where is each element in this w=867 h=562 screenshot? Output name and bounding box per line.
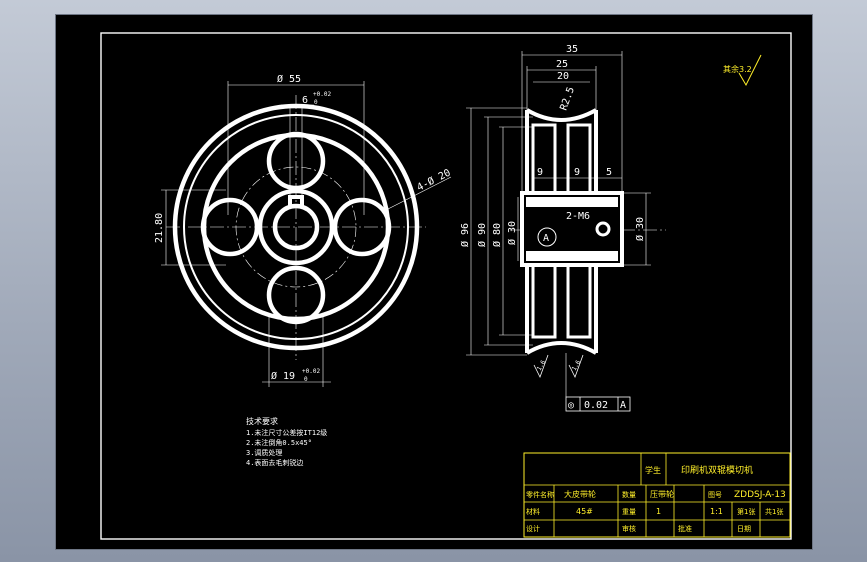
side-view: A 2-M6 35 25 20 R2.5 9 9 5 Ø 96 Ø 90 Ø 8… xyxy=(459,44,666,379)
svg-text:技术要求: 技术要求 xyxy=(246,416,278,426)
dim-width-25: 25 xyxy=(556,59,568,70)
thread-note: 2-M6 xyxy=(566,211,590,222)
hub xyxy=(257,188,335,266)
cad-viewport[interactable]: Ø 55 6 +0.02 0 4-Ø 20 21.80 Ø 19 +0.02 0 xyxy=(55,14,813,550)
dim-d30-right: Ø 30 xyxy=(634,217,646,241)
dim-width-20: 20 xyxy=(557,71,569,82)
datum-circle xyxy=(537,227,557,247)
lightening-hole-right xyxy=(332,197,392,257)
drawing-canvas: Ø 55 6 +0.02 0 4-Ø 20 21.80 Ø 19 +0.02 0 xyxy=(100,32,792,540)
tb-approve-label: 批准 xyxy=(678,524,692,533)
svg-text:3.调质处理: 3.调质处理 xyxy=(246,448,282,457)
dim-keyway-tol-upper: +0.02 xyxy=(313,91,331,98)
lightening-hole-bottom xyxy=(266,265,326,325)
drawing-border xyxy=(100,32,792,540)
dim-hole-spacing: 21.80 xyxy=(154,213,165,243)
keyway xyxy=(288,195,304,206)
tb-drawing-no: ZDDSJ-A-13 xyxy=(734,490,786,500)
dim-hole-dia: Ø 19 xyxy=(271,370,295,382)
tb-part-name: 大皮带轮 xyxy=(564,489,596,499)
hub-hatch-bottom xyxy=(526,251,618,261)
lightening-hole-top xyxy=(266,131,326,191)
tb-weight-label: 重量 xyxy=(622,508,636,516)
dim-keyway-tol-lower: 0 xyxy=(314,99,318,106)
tb-material: 45# xyxy=(576,507,593,516)
dim-radius: R2.5 xyxy=(558,86,577,112)
outer-rim xyxy=(172,103,420,351)
datum-label: A xyxy=(543,233,549,244)
dim-pcd: 4-Ø 20 xyxy=(415,167,453,194)
bore xyxy=(272,203,320,251)
dim-groove-right: 9 xyxy=(574,167,580,178)
lightening-hole-left xyxy=(200,197,260,257)
title-block: 学生 印刷机双辊模切机 零件名称 大皮带轮 数量 压带轮 图号 ZDDSJ-A-… xyxy=(523,452,791,538)
front-view: Ø 55 6 +0.02 0 4-Ø 20 21.80 Ø 19 +0.02 0 xyxy=(154,73,453,387)
tb-school: 学生 xyxy=(645,465,661,475)
tb-drawing-no-label: 图号 xyxy=(708,491,722,499)
technical-requirements: 技术要求 1.未注尺寸公差按IT12级 2.未注倒角0.5x45° 3.调质处理… xyxy=(246,416,327,467)
tb-weight-value: 1 xyxy=(656,507,661,516)
svg-text:4.表面去毛刺锐边: 4.表面去毛刺锐边 xyxy=(246,458,303,467)
tolerance-datum: A xyxy=(620,400,626,411)
tb-part-label: 零件名称 xyxy=(526,490,554,499)
set-screw-hole xyxy=(595,221,611,237)
dim-hole-tol-upper: +0.02 xyxy=(302,368,320,375)
tb-total-label: 共1张 xyxy=(765,507,783,516)
svg-text:其余3.2: 其余3.2 xyxy=(723,64,752,74)
dim-groove-left: 9 xyxy=(537,167,543,178)
tb-sheet-label: 第1张 xyxy=(737,507,755,516)
tb-qty-value: 压带轮 xyxy=(650,489,674,499)
tb-drawing-name: 印刷机双辊模切机 xyxy=(681,464,753,476)
hub-hatch-top xyxy=(526,197,618,207)
tb-scale-value: 1:1 xyxy=(710,507,723,516)
tb-material-label: 材料 xyxy=(526,507,540,516)
dim-keyway: 6 xyxy=(302,95,308,106)
dim-d96: Ø 96 xyxy=(459,223,471,247)
dim-d90: Ø 90 xyxy=(476,223,488,247)
tb-qty-label: 数量 xyxy=(622,490,636,499)
dim-total-width: 35 xyxy=(566,44,578,55)
dim-hole-tol-lower: 0 xyxy=(304,376,308,383)
svg-text:2.未注倒角0.5x45°: 2.未注倒角0.5x45° xyxy=(246,438,312,447)
svg-text:1.未注尺寸公差按IT12级: 1.未注尺寸公差按IT12级 xyxy=(246,428,327,437)
roughness-right: 1.6 xyxy=(571,359,583,372)
tolerance-value: 0.02 xyxy=(584,400,608,411)
tb-date-label: 日期 xyxy=(737,525,751,533)
dim-right-5: 5 xyxy=(606,167,612,178)
tolerance-symbol: ◎ xyxy=(568,400,574,411)
roughness-left: 1.6 xyxy=(536,359,548,372)
tb-check-label: 审核 xyxy=(622,524,636,533)
dim-d30-left: Ø 30 xyxy=(506,221,518,245)
tolerance-frame: ◎ 0.02 A xyxy=(565,353,631,412)
dim-d80: Ø 80 xyxy=(491,223,503,247)
tb-designer-label: 设计 xyxy=(526,524,540,533)
dim-outer: Ø 55 xyxy=(277,73,301,85)
surface-roughness-note: 其余3.2 xyxy=(723,54,762,87)
groove-ring xyxy=(183,114,409,340)
